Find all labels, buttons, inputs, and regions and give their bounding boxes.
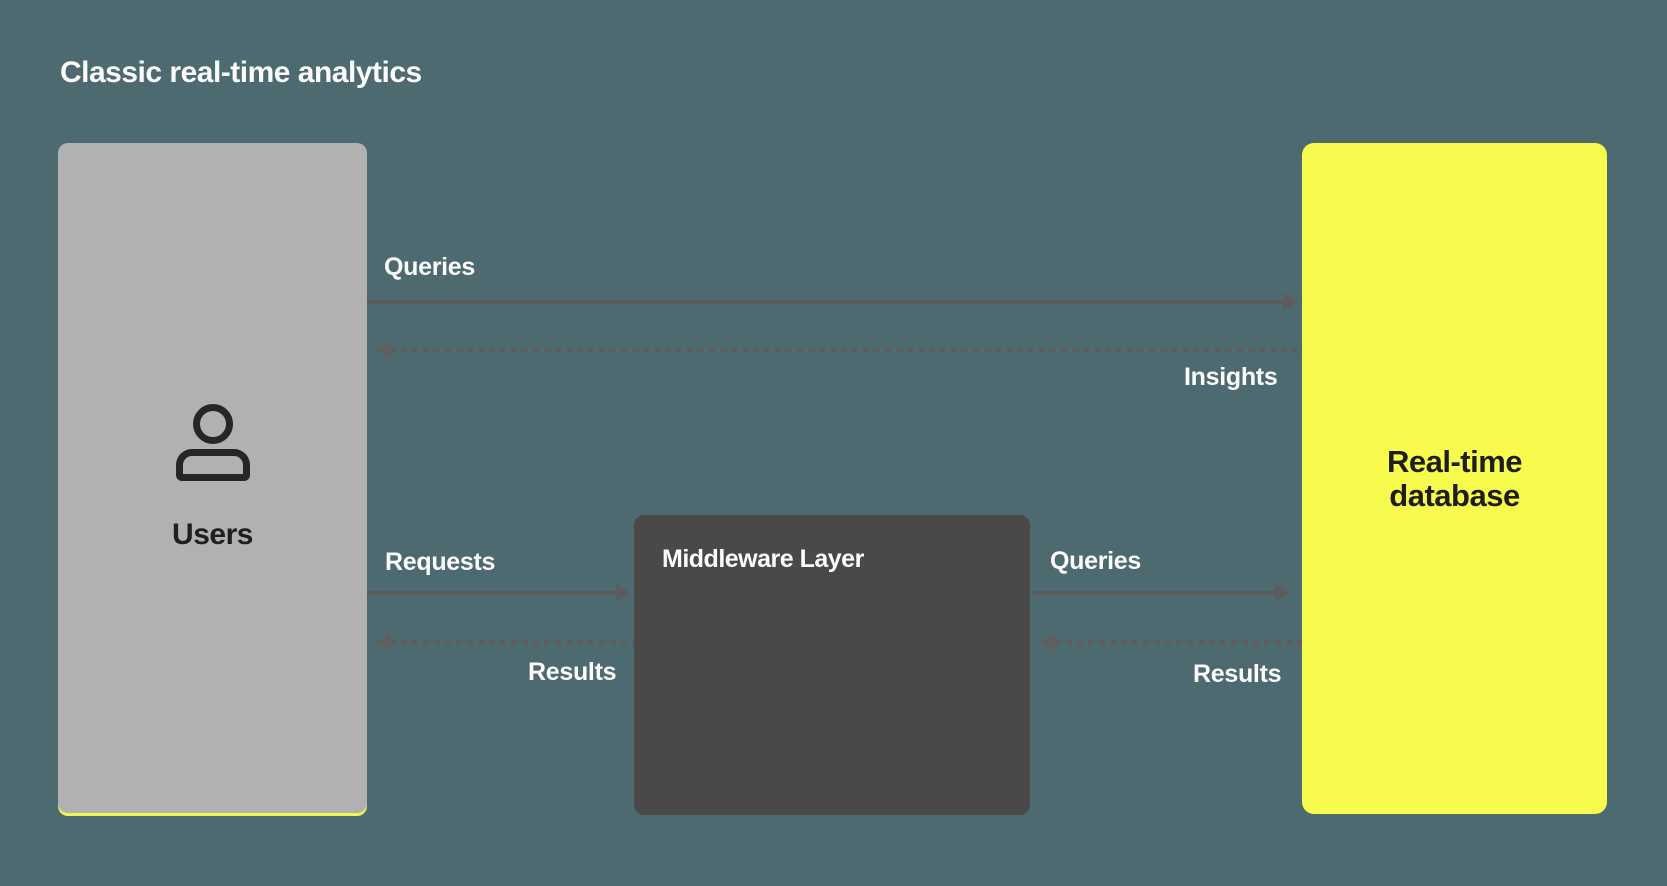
- edge-results-left-arrowhead-icon: [375, 633, 390, 651]
- database-label-line2: database: [1389, 478, 1520, 513]
- edge-queries-right-line: [1032, 591, 1276, 595]
- edge-requests-label: Requests: [385, 548, 496, 576]
- edge-queries-top-line: [367, 300, 1283, 304]
- edge-results-right-label: Results: [1193, 660, 1282, 688]
- person-icon: [174, 404, 252, 504]
- database-node: Real-time database: [1302, 143, 1607, 814]
- middleware-node: Middleware Layer: [634, 515, 1030, 815]
- database-node-label: Real-time database: [1386, 443, 1523, 514]
- edge-results-right-arrowhead-icon: [1040, 633, 1055, 651]
- person-body-shape: [175, 449, 250, 481]
- edge-queries-top-label: Queries: [384, 253, 476, 281]
- edge-queries-right-arrowhead-icon: [1275, 584, 1290, 602]
- edge-requests-line: [367, 591, 617, 595]
- diagram-title: Classic real-time analytics: [60, 56, 422, 89]
- edge-requests-arrowhead-icon: [616, 584, 631, 602]
- edge-insights-line: [390, 348, 1302, 353]
- users-node-label: Users: [172, 518, 253, 551]
- edge-results-left-line: [390, 640, 634, 645]
- edge-results-left-label: Results: [528, 658, 617, 686]
- edge-insights-label: Insights: [1184, 363, 1278, 391]
- middleware-node-label: Middleware Layer: [662, 545, 864, 573]
- edge-queries-right-label: Queries: [1050, 547, 1142, 575]
- edge-results-right-line: [1055, 640, 1302, 645]
- edge-insights-arrowhead-icon: [375, 341, 390, 359]
- person-head-shape: [192, 404, 233, 444]
- database-label-line1: Real-time: [1386, 444, 1523, 479]
- edge-queries-top-arrowhead-icon: [1283, 293, 1298, 311]
- users-node: Users: [58, 143, 367, 813]
